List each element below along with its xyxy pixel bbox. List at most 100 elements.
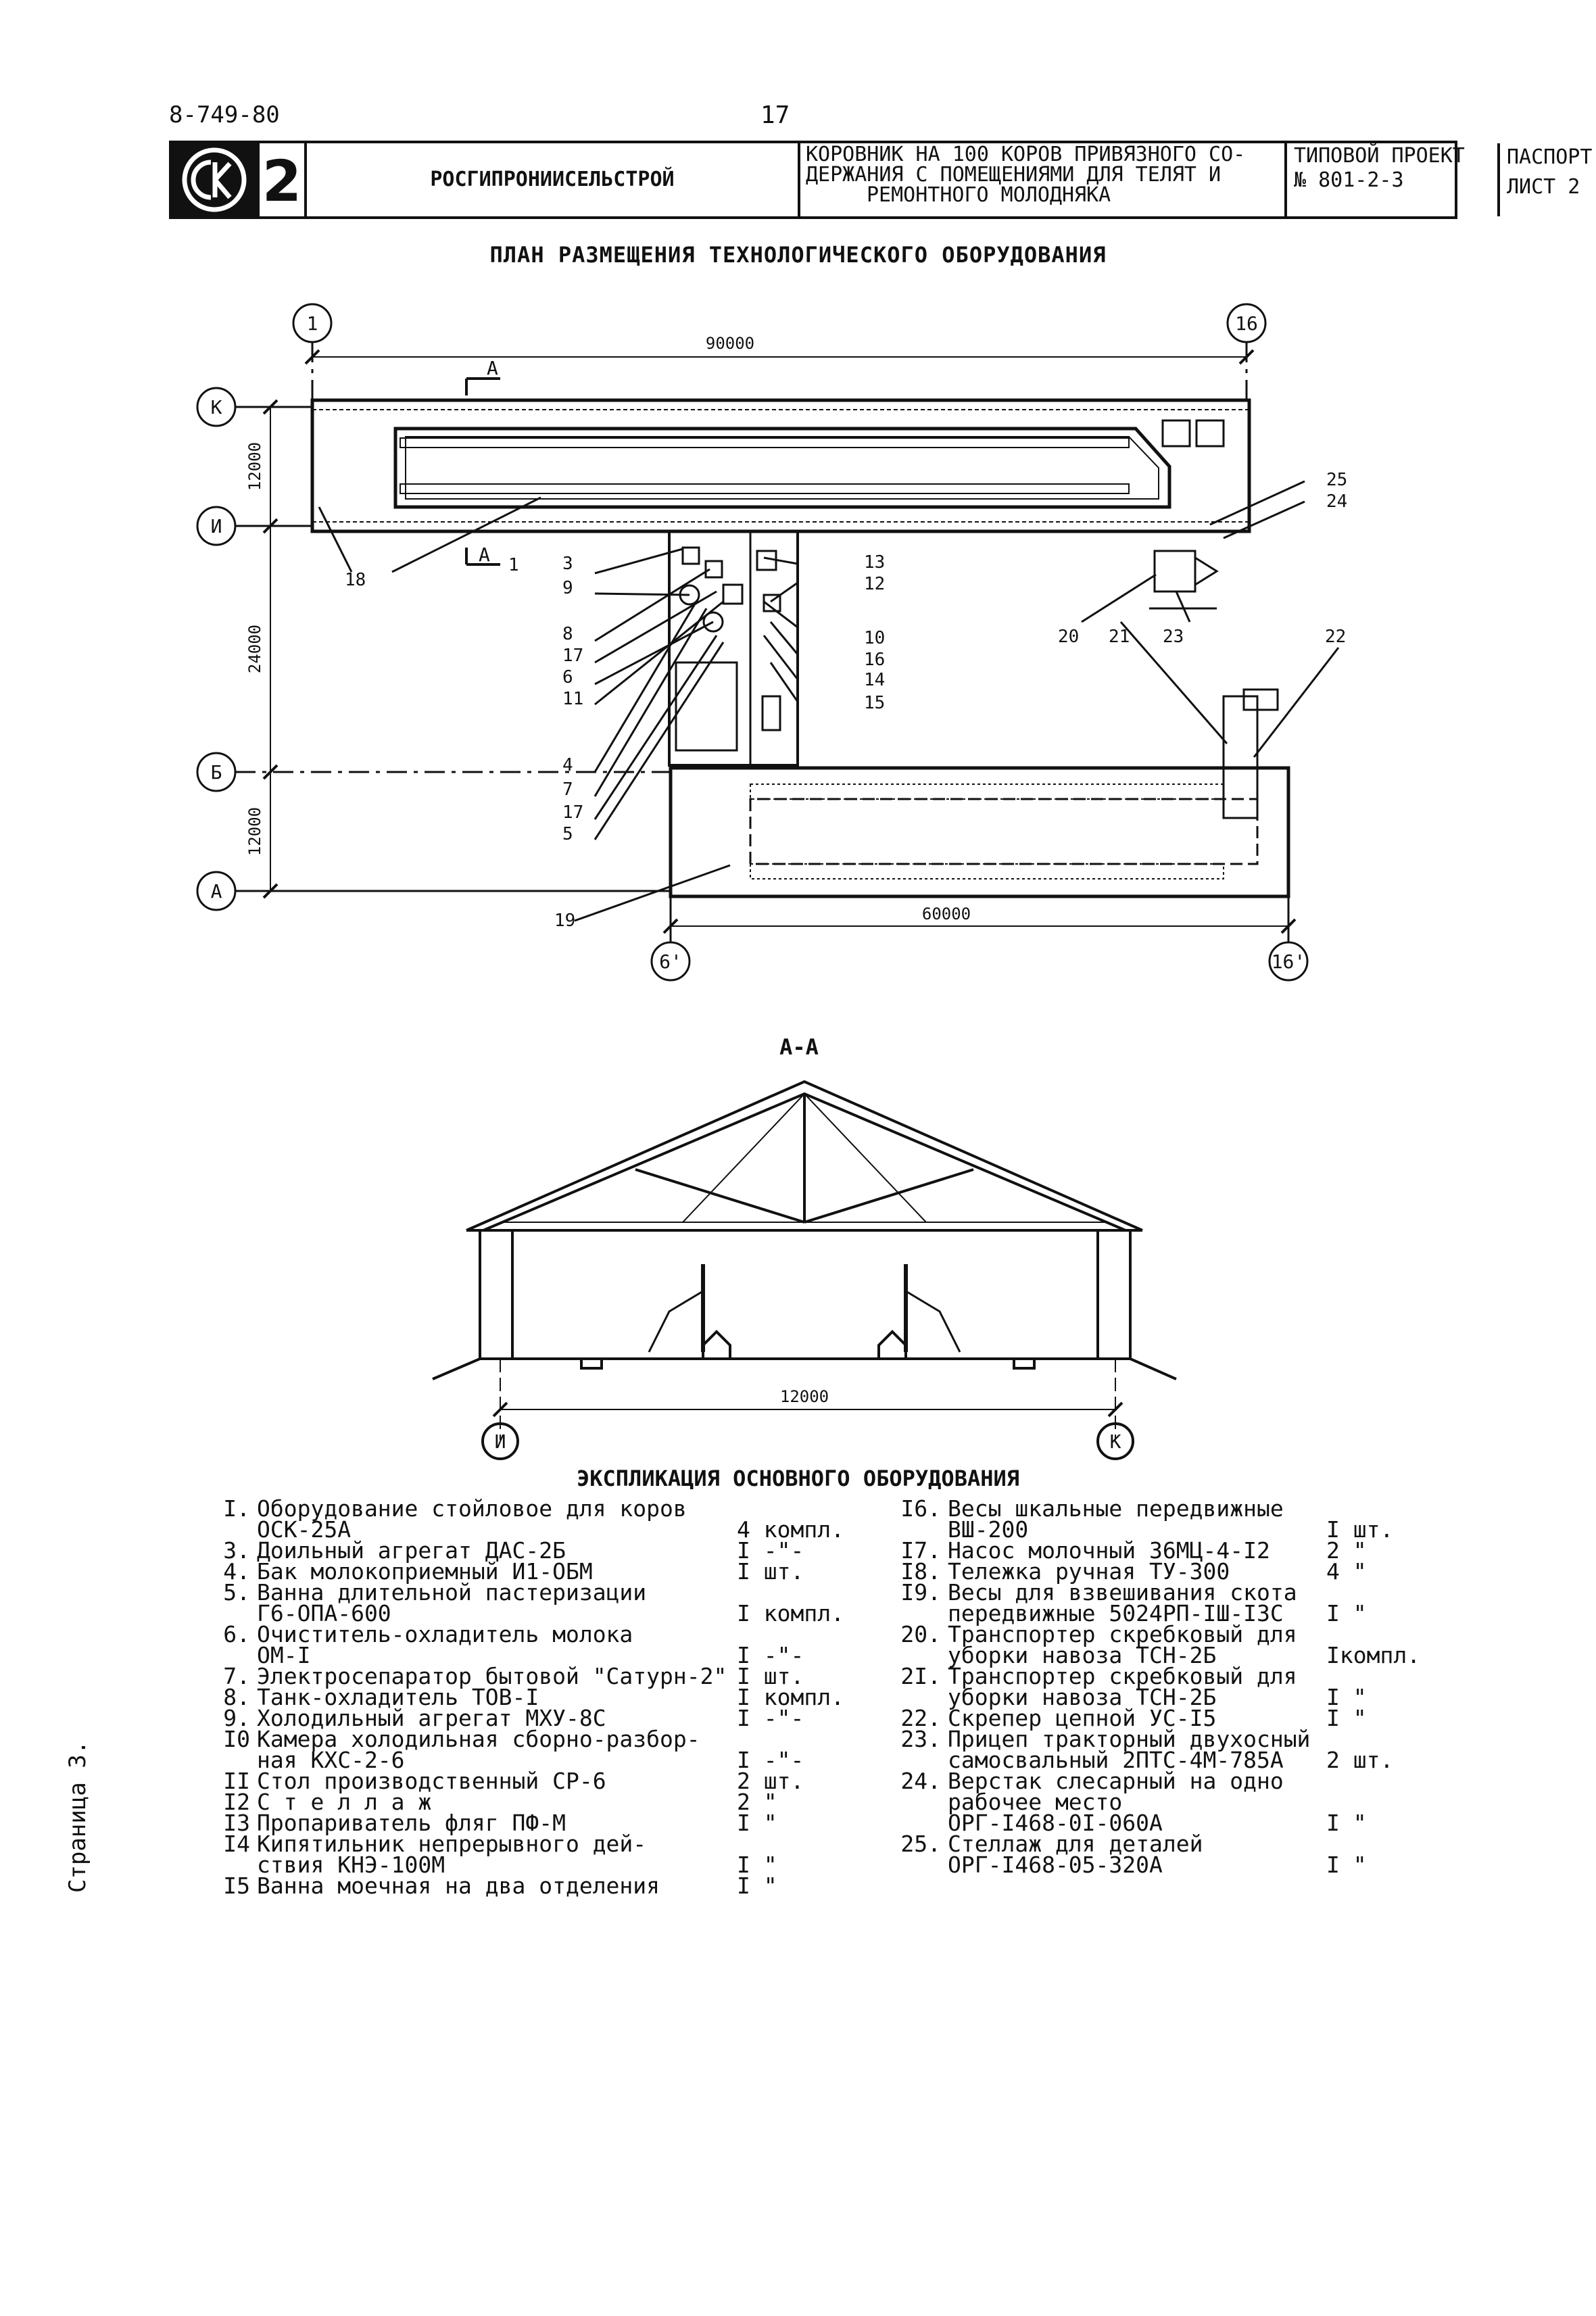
legend-item-text: самосвальный 2ПТС-4М-785А	[948, 1747, 1284, 1773]
axis-label: 16'	[1272, 950, 1306, 973]
legend-item-number: I5	[223, 1873, 250, 1899]
legend-item-text: уборки навоза ТСН-2Б	[948, 1684, 1217, 1710]
legend-item-number: 24.	[900, 1768, 941, 1794]
legend-item-text: Холодильный агрегат МХУ-8С	[257, 1705, 606, 1731]
legend-item-text: Тележка ручная ТУ-300	[948, 1558, 1230, 1585]
legend-item-number: 20.	[900, 1621, 941, 1647]
legend-item-number: 5.	[223, 1579, 250, 1606]
title-block: 2 РОСГИПРОНИИСЕЛЬСТРОЙ КОРОВНИК НА 100 К…	[169, 141, 1592, 219]
axis-label: 1	[307, 312, 318, 335]
cow-barn-outline	[310, 398, 1251, 533]
callout: 19	[554, 911, 575, 931]
legend-item-number: I4	[223, 1831, 250, 1857]
logo	[172, 143, 260, 216]
legend-item-quantity: I шт.	[1326, 1516, 1394, 1543]
passport-line: ПАСПОРТ	[1507, 145, 1593, 169]
legend-item-text: рабочее место	[948, 1789, 1123, 1815]
legend-item-number: 22.	[900, 1705, 941, 1731]
legend-item-number: 6.	[223, 1621, 250, 1647]
legend-item-text: Верстак слесарный на одно	[948, 1768, 1284, 1794]
project-number-line: ТИПОВОЙ ПРОЕКТ	[1294, 144, 1465, 168]
legend-item-quantity: I -"-	[737, 1537, 804, 1564]
stall-row	[400, 483, 1130, 494]
legend-item-number: I8.	[900, 1558, 941, 1585]
legend-title: ЭКСПЛИКАЦИЯ ОСНОВНОГО ОБОРУДОВАНИЯ	[576, 1466, 1020, 1491]
legend-item-text: Доильный агрегат ДАС-2Б	[257, 1537, 566, 1564]
legend-item-text: Ванна длительной пастеризации	[257, 1579, 647, 1606]
legend-item-text: Пропариватель фляг ПФ-М	[257, 1810, 566, 1836]
project-title-line: РЕМОНТНОГО МОЛОДНЯКА	[867, 183, 1111, 207]
legend-item-text: Бак молокоприемный И1-ОБМ	[257, 1558, 593, 1585]
legend-item-number: 9.	[223, 1705, 250, 1731]
legend-item-quantity: 4 "	[1326, 1558, 1367, 1585]
callout: 18	[345, 570, 366, 590]
legend-item-text: Весы для взвешивания скота	[948, 1579, 1297, 1606]
callout: 17	[562, 646, 583, 666]
legend-item-text: Электросепаратор бытовой "Сатурн-2"	[257, 1663, 727, 1689]
section-cut-label: А	[487, 357, 498, 379]
legend-item-text: Кипятильник непрерывного дей-	[257, 1831, 647, 1857]
legend-item-number: I7.	[900, 1537, 941, 1564]
axis-label: И	[211, 515, 222, 537]
legend-item-text: передвижные 5024РП-IШ-I3С	[948, 1600, 1284, 1626]
legend-item-quantity: I "	[737, 1873, 777, 1899]
callout: 6	[562, 667, 573, 687]
legend-item-quantity: I компл.	[737, 1600, 844, 1626]
axis-label: 6'	[659, 950, 682, 973]
stall-frame	[648, 1289, 704, 1353]
axis-marker	[481, 1422, 519, 1460]
legend-item-quantity: I -"-	[737, 1747, 804, 1773]
legend-item-number: I.	[223, 1495, 250, 1522]
dimension-label: 12000	[245, 442, 264, 491]
organization-name: РОСГИПРОНИИСЕЛЬСТРОЙ	[307, 143, 800, 216]
legend-item-text: Скрепер цепной УС-I5	[948, 1705, 1217, 1731]
callout: 4	[562, 755, 573, 775]
dimension-label: 12000	[780, 1387, 829, 1406]
project-title-line: ДЕРЖАНИЯ С ПОМЕЩЕНИЯМИ ДЛЯ ТЕЛЯТ И	[806, 163, 1222, 187]
legend-item-number: I9.	[900, 1579, 941, 1606]
legend-item-text: уборки навоза ТСН-2Б	[948, 1642, 1217, 1668]
page-number: 17	[760, 101, 790, 129]
legend-item-quantity: I "	[1326, 1810, 1367, 1836]
legend-item-number: 8.	[223, 1684, 250, 1710]
axis-label: А	[211, 880, 222, 902]
legend-item-text: Ванна моечная на два отделения	[257, 1873, 660, 1899]
callout: 12	[864, 574, 885, 594]
callout: 13	[864, 552, 885, 573]
legend-item-text: Танк-охладитель ТОВ-I	[257, 1684, 539, 1710]
dimension-label: 60000	[922, 904, 971, 923]
manure-conveyor	[393, 427, 1171, 509]
callout: 15	[864, 693, 885, 713]
legend-item-text: ОРГ-I468-0I-060А	[948, 1810, 1163, 1836]
left-wall	[479, 1229, 514, 1360]
legend-item-text: ная КХС-2-6	[257, 1747, 405, 1773]
legend-item-quantity: 2 шт.	[1326, 1747, 1394, 1773]
page-side-note: Страница 3.	[64, 1740, 91, 1893]
legend-item-text: Насос молочный 36МЦ-4-I2	[948, 1537, 1270, 1564]
callout: 7	[562, 779, 573, 800]
axis-label: И	[495, 1430, 506, 1453]
axis-label: К	[211, 396, 222, 418]
passport-sheet: ПАСПОРТ ЛИСТ 2	[1500, 143, 1596, 216]
legend-item-quantity: I шт.	[737, 1558, 804, 1585]
legend-item-number: II	[223, 1768, 250, 1794]
legend-item-number: I6.	[900, 1495, 941, 1522]
roof-outline	[466, 1080, 1143, 1232]
legend-item-text: Очиститель-охладитель молока	[257, 1621, 633, 1647]
legend-item-number: 4.	[223, 1558, 250, 1585]
legend-item-quantity: I компл.	[737, 1684, 844, 1710]
project-title-line: КОРОВНИК НА 100 КОРОВ ПРИВЯЗНОГО СО-	[806, 143, 1246, 166]
callout: 20	[1058, 627, 1079, 647]
logo-mark-icon	[182, 147, 247, 212]
legend-item-text: С т е л л а ж	[257, 1789, 432, 1815]
plan-title: ПЛАН РАЗМЕЩЕНИЯ ТЕХНОЛОГИЧЕСКОГО ОБОРУДО…	[489, 242, 1107, 268]
legend-item-quantity: I "	[737, 1852, 777, 1878]
legend-item-text: Стеллаж для деталей	[948, 1831, 1203, 1857]
project-title: КОРОВНИК НА 100 КОРОВ ПРИВЯЗНОГО СО- ДЕР…	[800, 143, 1287, 216]
scraper	[1222, 695, 1259, 819]
equipment-layout-plan: 1 16 К И Б А 6' 16' 90000 60000 12000 24…	[196, 303, 1347, 982]
callout: 22	[1325, 627, 1346, 647]
legend-item-text: ВШ-200	[948, 1516, 1029, 1543]
legend-item-text: ОСК-25А	[257, 1516, 352, 1543]
callout: 17	[562, 802, 583, 823]
